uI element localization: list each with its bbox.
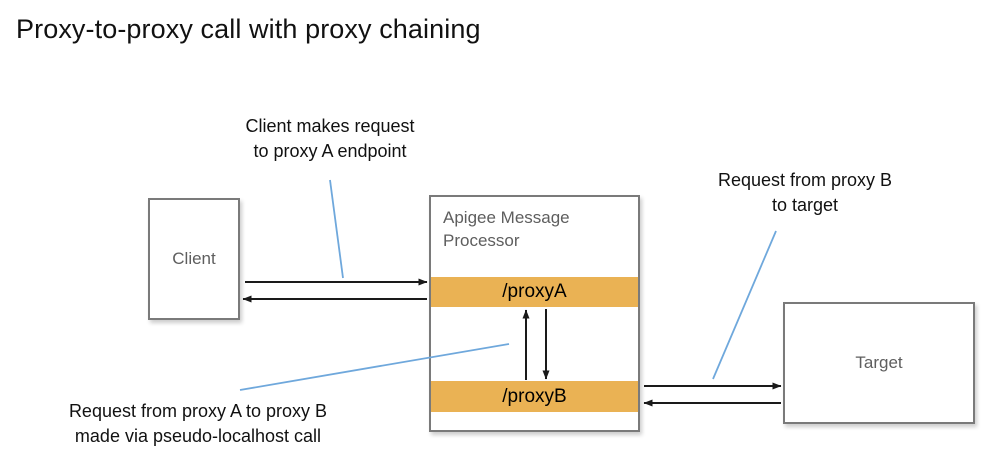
node-client: Client	[148, 198, 240, 320]
leader-line-client-callout	[329, 179, 344, 279]
proxy-a-band: /proxyA	[431, 277, 638, 307]
node-target: Target	[783, 302, 975, 424]
callout-chaining-request: Request from proxy A to proxy B made via…	[68, 401, 328, 446]
leader-line-target-callout	[712, 230, 777, 380]
node-apigee-title: Apigee Message Processor	[443, 208, 570, 250]
callout-target-request: Request from proxy B to target	[717, 170, 893, 215]
page-title: Proxy-to-proxy call with proxy chaining	[16, 14, 481, 44]
node-apigee-message-processor: Apigee Message Processor /proxyA /proxyB	[429, 195, 640, 432]
proxy-b-band: /proxyB	[431, 381, 638, 412]
callout-client-request: Client makes request to proxy A endpoint	[245, 116, 415, 161]
node-client-label: Client	[172, 249, 216, 268]
node-target-label: Target	[855, 353, 903, 372]
